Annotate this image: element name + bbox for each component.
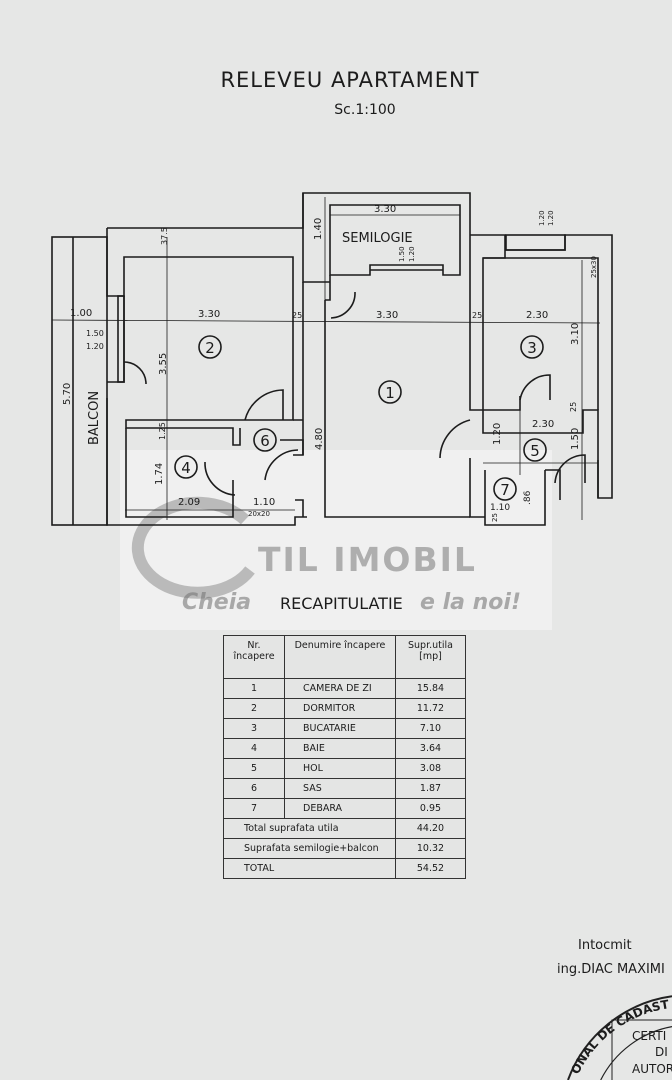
engineer-name: ing.DIAC MAXIMI <box>557 962 665 977</box>
dimension: 1.50 <box>86 329 104 338</box>
dimension: 1.10 <box>253 497 275 508</box>
room-1-number: 1 <box>385 384 395 402</box>
room-3-number: 3 <box>527 339 537 357</box>
dimension: 25 <box>472 311 482 320</box>
dimension: 5.70 <box>62 383 73 405</box>
dimension: 37.5 <box>160 227 169 245</box>
dimension: 1.20 <box>86 342 104 351</box>
dimension: 2.09 <box>178 497 200 508</box>
watermark-overlay <box>120 450 552 630</box>
plan-title: RELEVEU APARTAMENT <box>220 68 480 92</box>
header-name: Denumire încapere <box>284 635 396 679</box>
room-6-number: 6 <box>260 432 270 450</box>
dimension: 25 <box>491 513 499 522</box>
dimension-labels: 3.30 1.40 1.50 1.20 1.20 1.20 1.00 3.30 … <box>62 204 598 522</box>
dimension: 1.20 <box>408 246 416 262</box>
balcony-outline <box>51 236 108 526</box>
watermark-slogan-end: e la noi! <box>420 590 521 615</box>
room-5-number: 5 <box>530 442 540 460</box>
dimension: 1.00 <box>70 308 92 319</box>
watermark-logo-icon <box>131 496 255 599</box>
dimension: 1.10 <box>490 503 510 513</box>
dimension: 3.55 <box>158 353 169 375</box>
dimension: 1.50 <box>570 428 581 450</box>
room-2-number: 2 <box>205 339 215 357</box>
room-4-number: 4 <box>181 459 191 477</box>
recap-table: Nr. încapere Denumire încapere Supr.util… <box>223 635 466 879</box>
dimension: 1.20 <box>492 423 503 445</box>
dimension: 1.50 <box>398 246 406 262</box>
dimension: 4.80 <box>314 428 325 450</box>
dimension: 1.74 <box>154 463 165 485</box>
svg-text:AUTOR: AUTOR <box>632 1062 672 1076</box>
dimension: 3.30 <box>198 309 220 320</box>
dimension: 1.25 <box>158 422 167 440</box>
table-header: Nr. încapere Denumire încapere Supr.util… <box>223 635 466 679</box>
watermark-slogan-start: Cheia <box>182 590 252 615</box>
dimension: 25 <box>292 311 302 320</box>
dimension: 2.30 <box>526 310 548 321</box>
room-7-number: 7 <box>500 481 510 499</box>
dimension: 3.30 <box>374 204 396 215</box>
dimension: 3.10 <box>570 323 581 345</box>
semilogie-label: SEMILOGIE <box>342 231 413 246</box>
dimension: 1.40 <box>313 218 324 240</box>
dimension: 2.30 <box>532 419 554 430</box>
dimension: 1.20 <box>547 210 555 226</box>
dimension: 25x30 <box>590 256 598 278</box>
header-nr: Nr. încapere <box>223 635 285 679</box>
recap-title: RECAPITULATIE <box>280 594 403 613</box>
dimension: 1.20 <box>538 210 546 226</box>
prepared-by-label: Intocmit <box>578 938 632 953</box>
dimension: .86 <box>523 490 533 505</box>
balcon-label: BALCON <box>87 391 102 445</box>
watermark-brand: TIL IMOBIL <box>258 540 477 579</box>
dimension: 3.30 <box>376 310 398 321</box>
plan-scale: Sc.1:100 <box>334 102 396 118</box>
header-area: Supr.utila [mp] <box>395 635 466 679</box>
dimension: 20x20 <box>248 510 270 518</box>
svg-text:CERTI: CERTI <box>632 1029 666 1043</box>
svg-text:DI: DI <box>655 1045 668 1059</box>
dimension: 25 <box>569 402 578 412</box>
